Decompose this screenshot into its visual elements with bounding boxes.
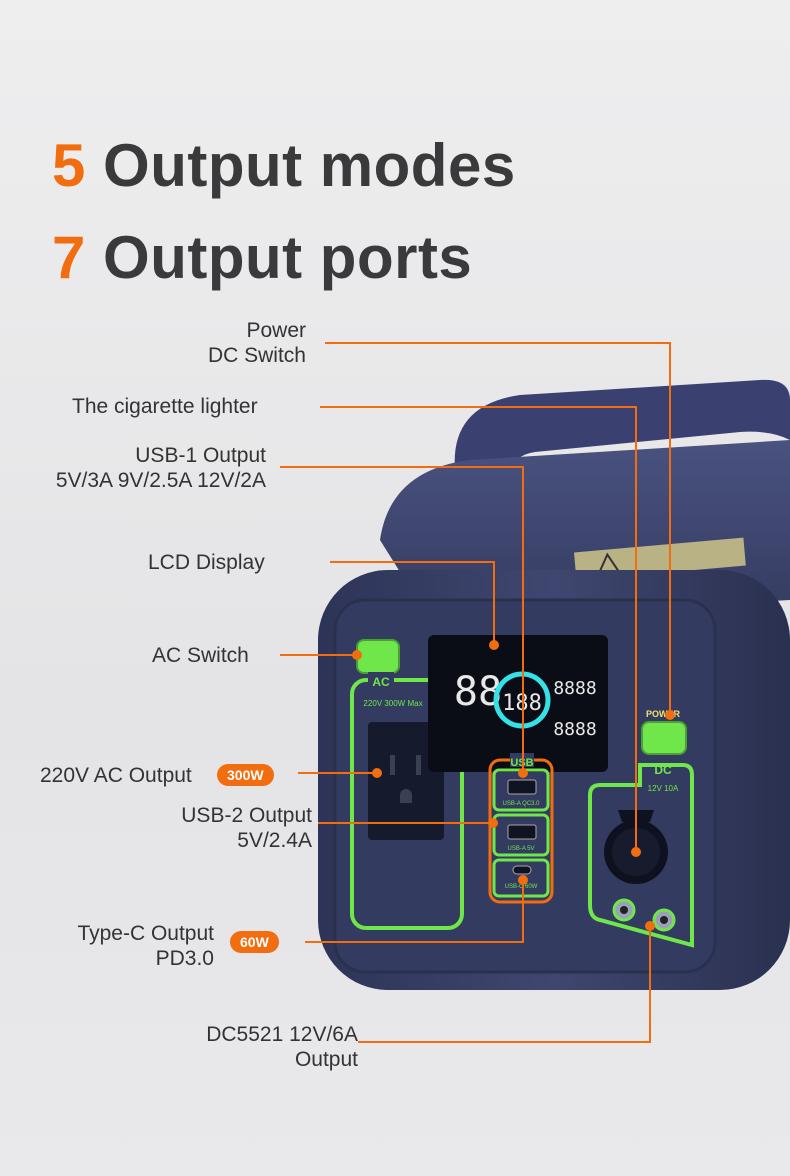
callout-line: USB-1 Output [135, 444, 266, 467]
callout-cigarette-lighter: The cigarette lighter [72, 395, 258, 418]
power-label: POWER [646, 709, 681, 719]
handle [454, 379, 790, 520]
usb-a2-label: USB-A 5V [507, 846, 534, 852]
ac-panel-label: AC [372, 675, 390, 689]
usb-a1-label: USB-A QC3.0 [502, 801, 540, 807]
callout-line: Output [294, 1048, 358, 1071]
headline-text: Output ports [103, 224, 473, 291]
callout-usb2: USB-2 Output 5V/2.4A [150, 803, 312, 853]
lcd-digits-left: 88 [454, 669, 502, 715]
dc-panel-label: DC [654, 763, 672, 777]
callout-line: Type-C Output [77, 922, 214, 945]
callout-dots [352, 640, 675, 931]
headline-number: 7 [52, 224, 86, 291]
callout-line: PD3.0 [155, 947, 214, 970]
dc-panel-sub: 12V 10A [648, 784, 679, 793]
power-button [641, 721, 687, 755]
headline-output-ports: 7 Output ports [52, 228, 472, 288]
callout-ac-switch: AC Switch [152, 644, 249, 667]
callout-dc5521: DC5521 12V/6A Output [180, 1022, 358, 1072]
callout-line: DC5521 12V/6A [206, 1023, 358, 1046]
ac-panel-outline [350, 678, 464, 930]
lcd-display [428, 635, 608, 772]
dc-panel-outline [588, 763, 694, 948]
callout-line: Power [246, 319, 306, 342]
ac-panel-sub: 220V 300W Max [363, 699, 422, 708]
callout-lcd-display: LCD Display [148, 551, 265, 574]
headline-output-modes: 5 Output modes [52, 136, 516, 196]
lcd-digits-right1: 8888 [553, 678, 596, 699]
typec-badge: 60W [230, 931, 279, 953]
usb-c-label: USB-C 60W [505, 884, 538, 890]
usb-a1-port [507, 779, 537, 795]
callout-line: USB-2 Output [181, 804, 312, 827]
callout-line: 5V/3A 9V/2.5A 12V/2A [55, 469, 266, 492]
callout-lines [280, 342, 671, 1043]
usb-a2-port [507, 824, 537, 840]
callout-typec: Type-C Output PD3.0 [50, 921, 214, 971]
callout-line: 5V/2.4A [237, 829, 312, 852]
ac-socket [368, 722, 444, 840]
headline-text: Output modes [103, 132, 516, 199]
callout-ac-output: 220V AC Output [40, 764, 192, 787]
lcd-digits-right2: 8888 [553, 719, 596, 740]
headline-number: 5 [52, 132, 86, 199]
callout-usb1: USB-1 Output 5V/3A 9V/2.5A 12V/2A [20, 443, 266, 493]
usb-a2-box [492, 813, 550, 857]
callout-power-dc-switch: Power DC Switch [180, 318, 306, 368]
usb-c-box [492, 858, 550, 898]
ac-switch-button [356, 639, 400, 674]
usb-c-port [512, 865, 532, 875]
callout-line: DC Switch [207, 344, 306, 367]
ac-output-badge: 300W [217, 764, 274, 786]
